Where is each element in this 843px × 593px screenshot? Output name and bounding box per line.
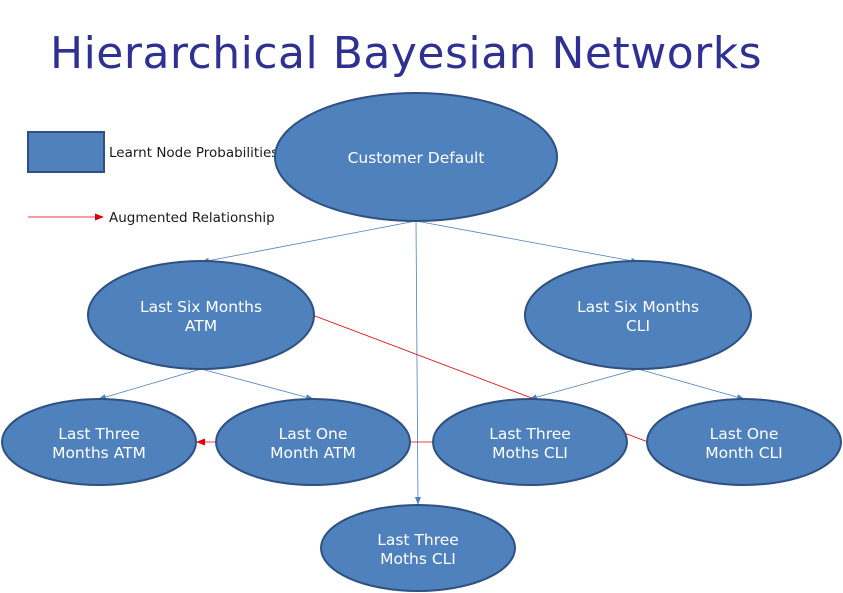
node-label-line-1: Last Six Months (140, 298, 262, 316)
node-label-line-1: Last Three (489, 425, 571, 443)
node-label-line-2: ATM (185, 317, 217, 335)
node-last-three-moths-cli-bottom: Last Three Moths CLI (320, 504, 516, 592)
node-last-one-month-atm: Last One Month ATM (215, 398, 411, 486)
node-last-three-months-atm: Last Three Months ATM (1, 398, 197, 486)
node-label-line-1: Last Three (58, 425, 140, 443)
node-customer-default: Customer Default (274, 92, 558, 222)
edge-default-to-six-atm (201, 220, 417, 264)
node-last-one-month-cli: Last One Month CLI (646, 398, 842, 486)
node-label-line-1: Last One (279, 425, 348, 443)
legend-node-label: Learnt Node Probabilities (109, 145, 278, 161)
edge-six-atm-to-three-atm (98, 368, 202, 400)
legend-node-swatch (27, 131, 105, 173)
node-label-line-2: Month ATM (270, 444, 356, 462)
edge-default-to-three-cli-bottom (414, 220, 421, 505)
edge-default-to-six-cli (415, 220, 639, 264)
page-title: Hierarchical Bayesian Networks (50, 28, 763, 79)
legend-relationship-label: Augmented Relationship (109, 210, 275, 226)
node-label: Customer Default (348, 149, 485, 167)
node-label-line-2: Moths CLI (492, 444, 568, 462)
node-label-line-2: Moths CLI (380, 550, 456, 568)
node-label-line-2: CLI (626, 317, 650, 335)
node-label-line-1: Last Three (377, 531, 459, 549)
node-label-line-1: Last Six Months (577, 298, 699, 316)
node-label-line-1: Last One (710, 425, 779, 443)
edge-six-atm-to-one-atm (200, 368, 314, 401)
edge-six-cli-to-one-cli (637, 368, 745, 400)
node-label-line-2: Months ATM (52, 444, 146, 462)
node-label-line-2: Month CLI (705, 444, 783, 462)
node-last-three-moths-cli: Last Three Moths CLI (432, 398, 628, 486)
node-last-six-months-atm: Last Six Months ATM (87, 260, 315, 370)
edge-six-cli-to-three-cli (529, 368, 639, 401)
node-last-six-months-cli: Last Six Months CLI (524, 260, 752, 370)
